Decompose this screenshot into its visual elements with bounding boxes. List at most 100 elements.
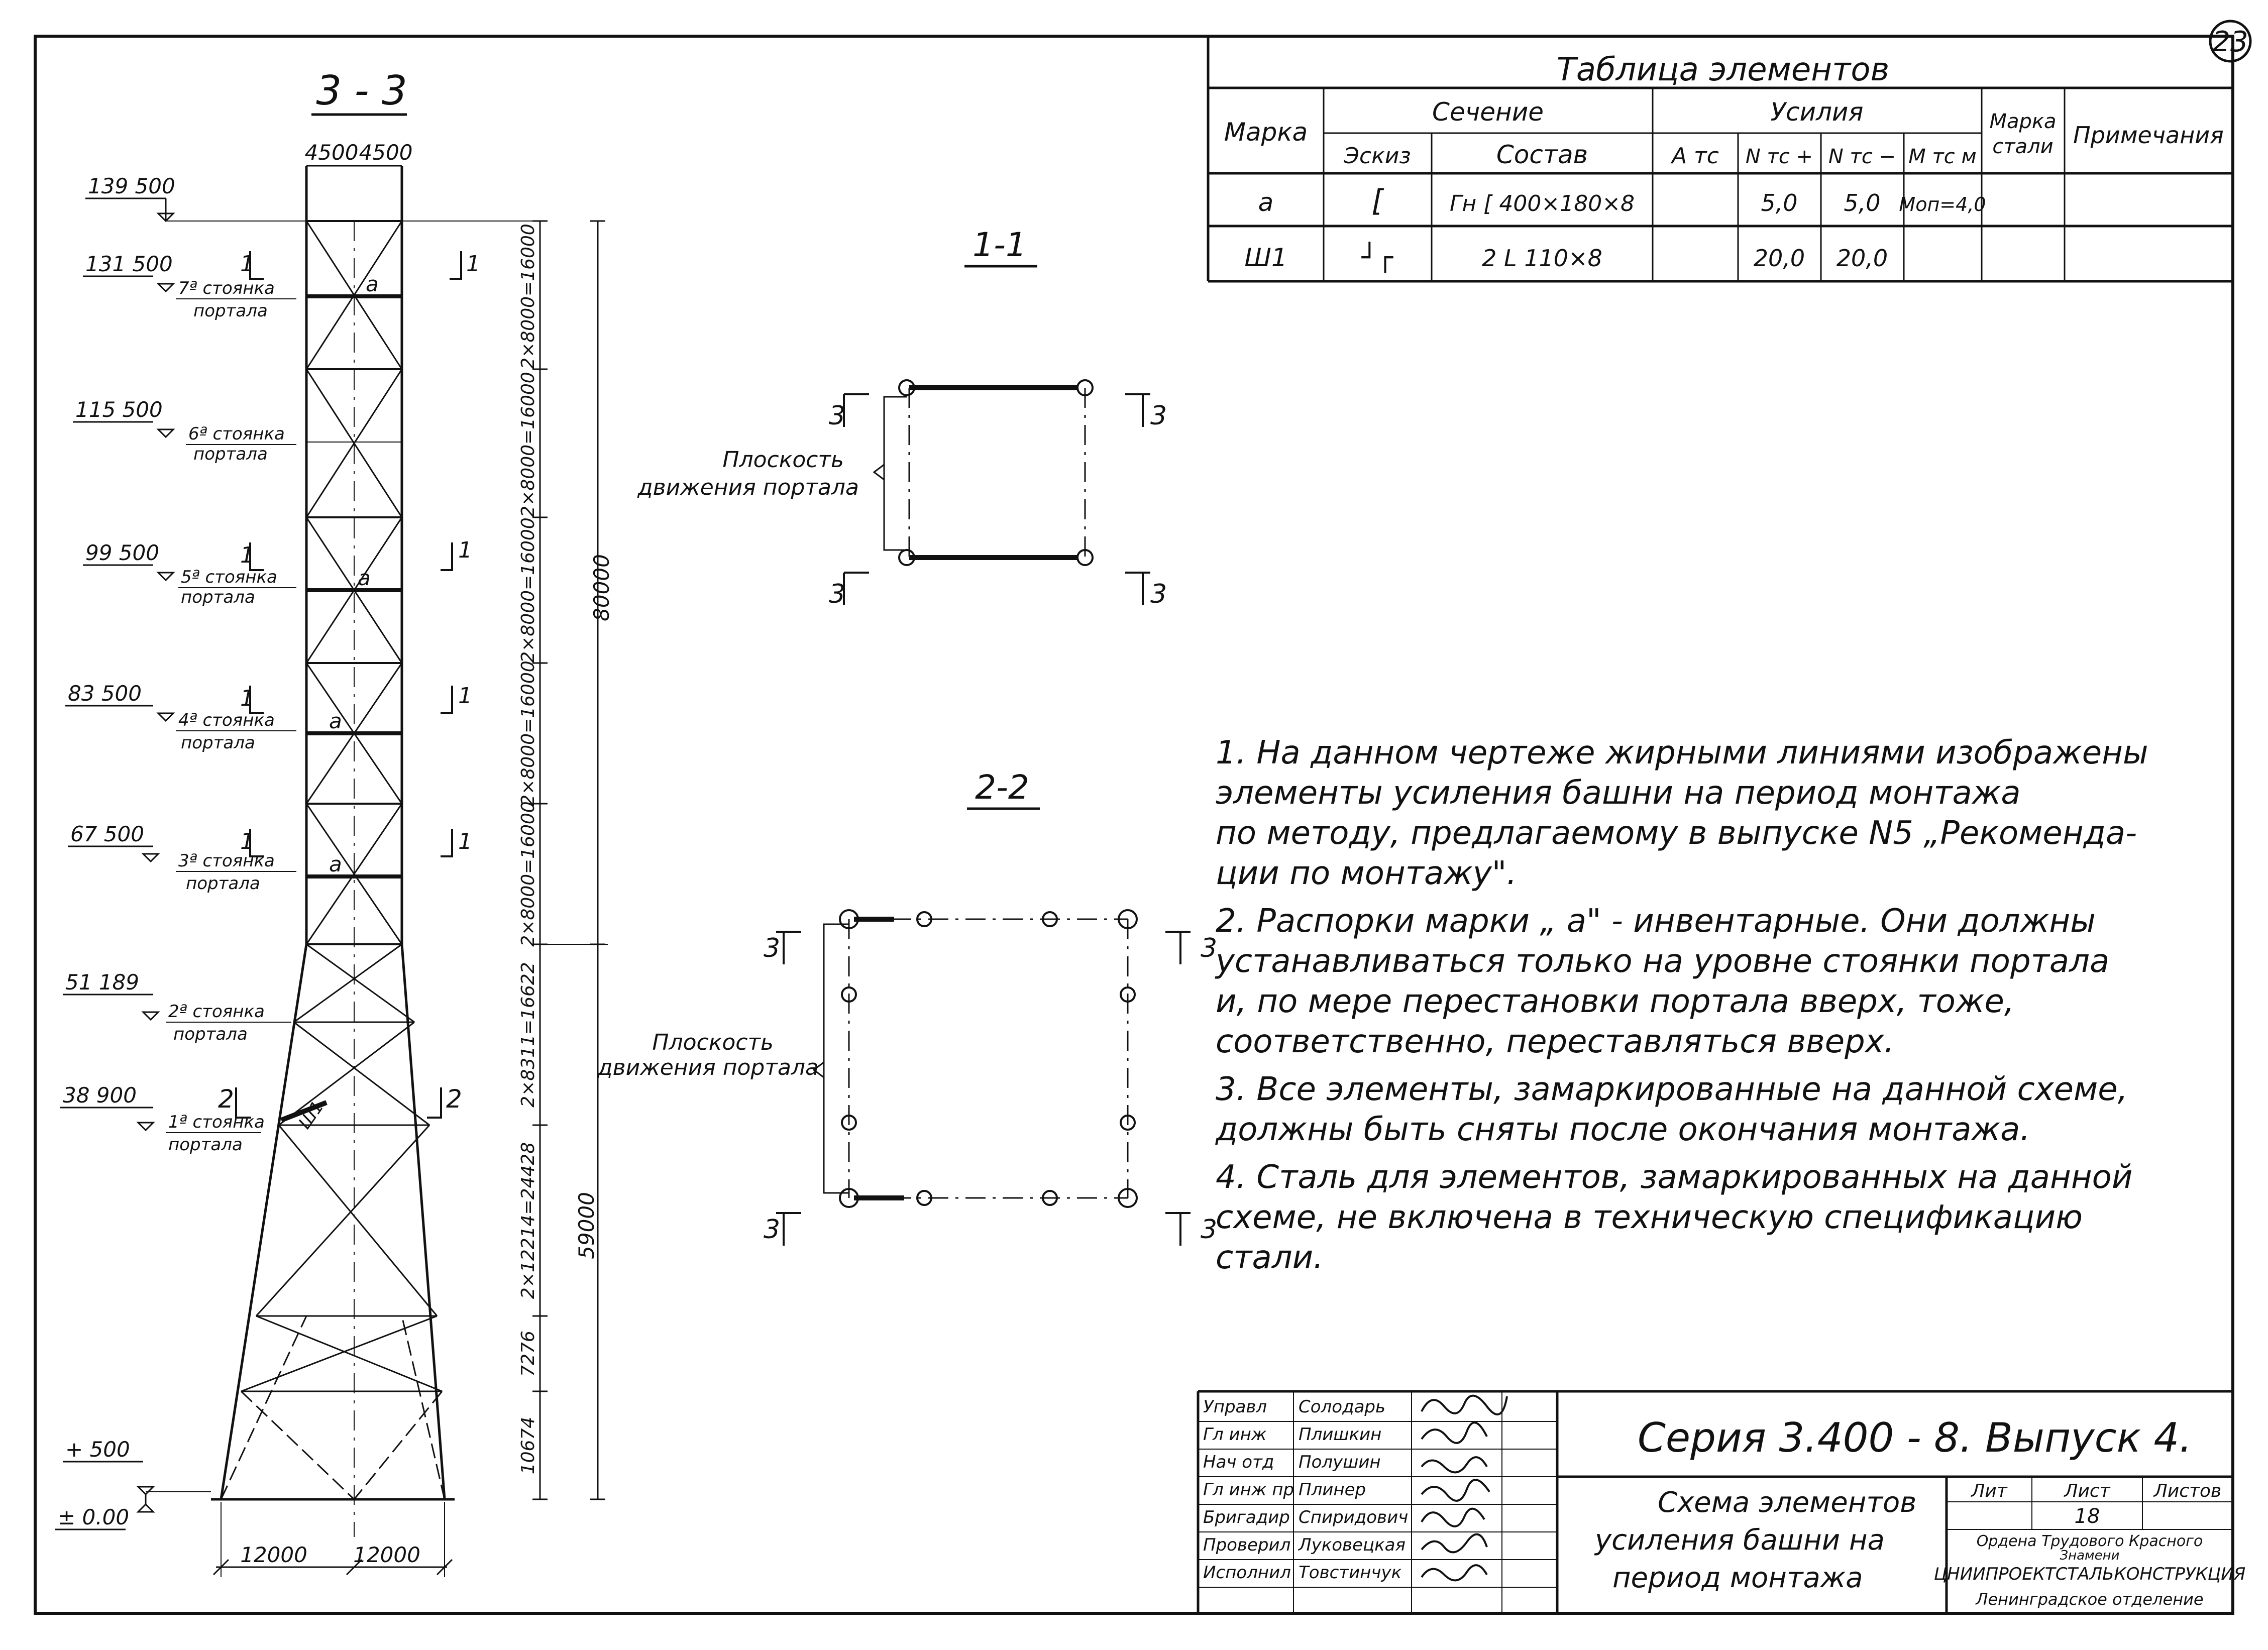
note-line: по методу, предлагаемому в выпуске N5 „Р… [1216, 815, 2137, 852]
dim-80000: 80000 [589, 554, 614, 621]
right-leg-lower [400, 944, 446, 1500]
stamp-series: Серия 3.400 - 8. Выпуск 4. [1638, 1414, 2192, 1461]
brace-sh1 [280, 1100, 328, 1123]
level-sub2: портала [173, 1024, 248, 1044]
plane-label-1: Плоскость [722, 447, 844, 473]
panel-dim: 2×8000=16000 [518, 661, 538, 806]
level-mark: 139 500 [88, 174, 175, 198]
stamp-name: Плишкин [1299, 1424, 1381, 1445]
table-cell: [ [1371, 183, 1384, 218]
level-sub: 3ª стоянка [178, 851, 275, 871]
cut-1-left: 1 [240, 251, 254, 277]
stamp-org: ЦНИИПРОЕКТСТАЛЬКОНСТРУКЦИЯ [1934, 1564, 2246, 1584]
level-sub: 2ª стоянка [168, 1002, 265, 1022]
title-block: Управл Солодарь Гл инж Плишкин Нач отд П… [1197, 1390, 2246, 1613]
level-sub: 7ª стоянка [178, 278, 275, 298]
bottom-dim-left: 12000 [240, 1543, 307, 1567]
strut-a-label: a [329, 852, 342, 876]
stamp-name: Луковецкая [1298, 1535, 1406, 1555]
stamp-role: Проверил [1203, 1535, 1290, 1555]
stamp-lit: Лит [1970, 1481, 2007, 1501]
table-header-compose: Состав [1496, 140, 1588, 169]
stamp-name: Спиридович [1299, 1507, 1408, 1527]
x-bracing [241, 221, 443, 1392]
cut-1-right: 1 [458, 537, 472, 563]
tower-elevation: 3 - 3 4500 4500 Ш1 [55, 67, 614, 1577]
cut-2-right: 2 [446, 1084, 462, 1114]
strut-a-label: a [366, 272, 379, 296]
stamp-role: Нач отд [1203, 1452, 1274, 1472]
level-mark: 38 900 [63, 1083, 137, 1108]
level-marks: 139 500 131 500 7ª стоянка портала 115 5… [55, 174, 543, 1530]
table-header-section: Сечение [1432, 97, 1544, 127]
strut-a-label: a [358, 566, 371, 590]
level-mark: 67 500 [70, 822, 144, 846]
lower-bracing [220, 1315, 446, 1500]
stamp-role: Бригадир [1203, 1507, 1290, 1527]
bottom-dims: 12000 12000 [212, 1502, 453, 1577]
level-mark: ± 0.00 [58, 1505, 129, 1529]
note-line: соответственно, переставляться вверх. [1216, 1023, 1894, 1060]
section-2-2: 2-2 Плоскость движения портала 3 3 3 3 [597, 768, 1217, 1246]
stamp-listov: Листов [2153, 1481, 2221, 1501]
cut-3: 3 [1201, 1215, 1217, 1245]
level-sub2: портала [186, 873, 260, 894]
level-sub: 5ª стоянка [181, 567, 277, 587]
note-line: устанавливаться только на уровне стоянки… [1215, 943, 2109, 980]
overall-dim-chain: 80000 59000 [543, 220, 614, 1500]
panel-dim: 7276 [518, 1331, 538, 1377]
table-cell: ┘┌ [1361, 242, 1394, 273]
strut-a-label: a [329, 709, 342, 733]
stamp-role: Исполнил [1203, 1563, 1291, 1583]
sheet-number-circle [2209, 20, 2252, 63]
table-header-steel-2: стали [1992, 135, 2053, 158]
panel-dim: 2×8000=16000 [518, 372, 538, 517]
level-sub2: портала [193, 301, 268, 321]
panel-dim: 2×12214=24428 [518, 1142, 538, 1299]
level-mark: 51 189 [65, 970, 139, 995]
table-header-steel-1: Марка [1989, 110, 2056, 133]
table-cell: 20,0 [1837, 245, 1888, 272]
section-1-1: 1-1 Плоскость движения портала 3 3 3 3 [637, 226, 1167, 609]
level-mark: 115 500 [75, 397, 163, 422]
stamp-name: Полушин [1299, 1452, 1381, 1472]
cut-3: 3 [1201, 933, 1217, 963]
cut-marks-1: 1 1 1 1 1 1 1 1 2 2 [218, 251, 480, 1119]
note-line: 1. На данном чертеже жирными линиями изо… [1216, 734, 2148, 772]
stamp-title: усиления башни на [1594, 1524, 1885, 1557]
panel-dim: 2×8000=16000 [518, 224, 538, 369]
stamp-list: Лист [2063, 1481, 2110, 1501]
table-cell: Mоп=4,0 [1899, 193, 1986, 215]
stamp-name: Плинер [1299, 1480, 1366, 1500]
table-header-m: M тс м [1908, 145, 1976, 168]
panel-dim: 2×8000=16000 [518, 517, 538, 663]
table-header-sketch: Эскиз [1343, 143, 1411, 169]
top-dim-right: 4500 [359, 140, 413, 165]
panel-dim: 10674 [518, 1417, 538, 1475]
table-cell: 5,0 [1761, 189, 1797, 216]
table-header-notes: Примечания [2073, 122, 2224, 149]
stamp-org: Ленинградское отделение [1975, 1590, 2203, 1609]
level-sub2: портала [181, 587, 255, 607]
cut-3: 3 [829, 401, 845, 431]
stamp-org: Ордена Трудового Красного [1977, 1532, 2203, 1550]
note-line: ции по монтажу". [1216, 855, 1517, 892]
cut-1-left: 1 [240, 542, 254, 568]
table-cell: 2 L 110×8 [1482, 245, 1602, 272]
note-line: стали. [1216, 1239, 1324, 1276]
signatures [1421, 1394, 1508, 1582]
tower-section-label: 3 - 3 [316, 67, 407, 114]
stamp-list-num: 18 [2075, 1505, 2100, 1528]
level-sub2: портала [181, 733, 255, 753]
stamp-role: Гл инж пр [1203, 1480, 1294, 1500]
level-mark: 131 500 [85, 252, 173, 276]
note-line: схеме, не включена в техническую специфи… [1216, 1199, 2083, 1236]
table-header-nplus: N тс + [1746, 145, 1813, 168]
panel-dim: 2×8000=16000 [518, 801, 538, 946]
level-sub2: портала [168, 1135, 243, 1155]
table-cell: а [1258, 188, 1274, 217]
cut-3: 3 [1150, 579, 1167, 609]
level-sub2: портала [193, 444, 268, 464]
cut-1-left: 1 [240, 686, 254, 711]
